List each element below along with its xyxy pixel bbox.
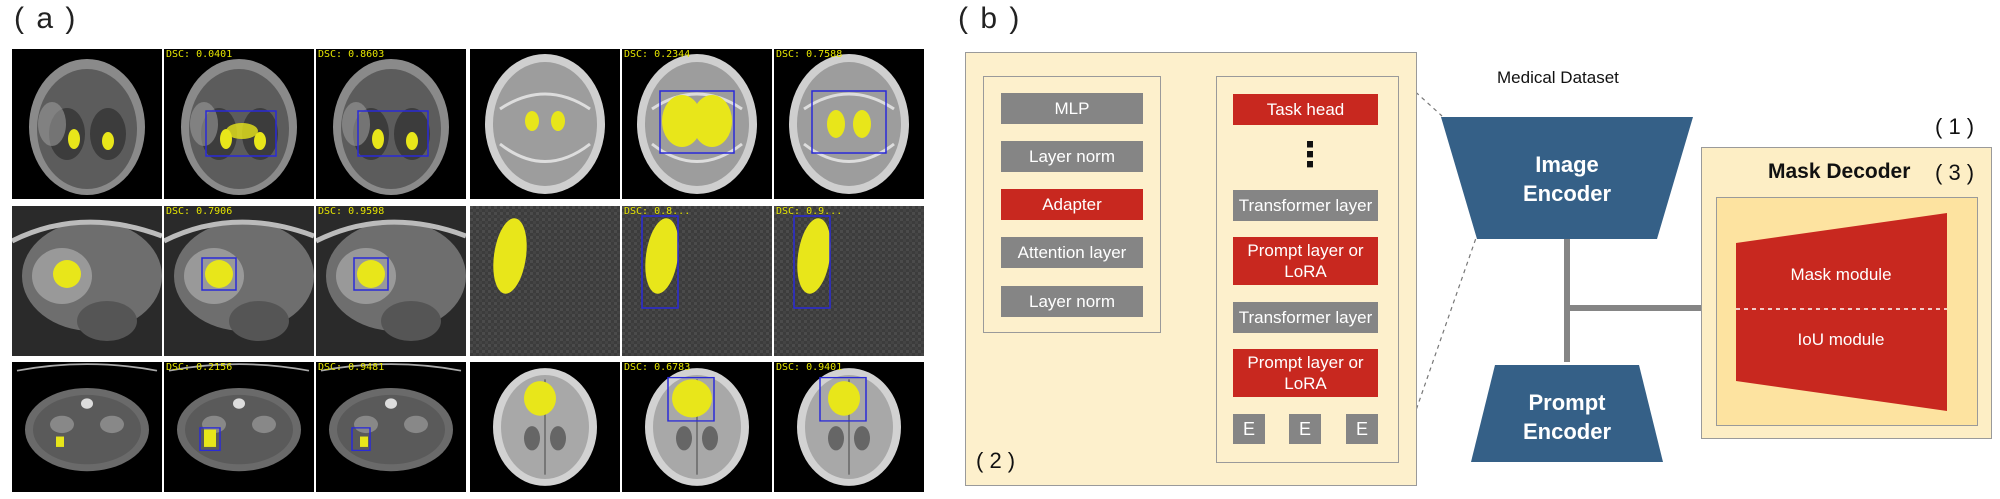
medical-dataset-label: Medical Dataset [1497, 68, 1619, 87]
region-3-label: ( 3 ) [1935, 160, 1975, 185]
region-1-label: ( 1 ) [1935, 114, 1975, 139]
left-image-r3-c3: DSC: 0.9481 [316, 362, 466, 492]
right-image-r2-c3: DSC: 0.9... [774, 206, 924, 356]
region-2-label: ( 2 ) [976, 448, 1016, 473]
right-image-r3-c1 [470, 362, 620, 492]
left-image-r3-c2: DSC: 0.2156 [164, 362, 314, 492]
left-image-r1-c2: DSC: 0.0401 [164, 49, 314, 199]
dsc-score-label: DSC: 0.9401 [776, 362, 843, 373]
left-image-r3-c1 [12, 362, 162, 492]
iou-module-label: IoU module [1797, 330, 1885, 349]
left-image-r2-c2: DSC: 0.7906 [164, 206, 314, 356]
mask-module-label: Mask module [1790, 265, 1892, 284]
dsc-score-label: DSC: 0.9481 [318, 362, 385, 373]
image-encoder-label: Image Encoder [1522, 152, 1612, 206]
image-encoder-shape [1441, 117, 1693, 239]
dsc-score-label: DSC: 0.9... [776, 206, 843, 217]
right-image-r3-c3: DSC: 0.9401 [774, 362, 924, 492]
panel-b-label: ( b ) [958, 2, 1022, 35]
prompt-layer-2: Prompt layer or LoRA [1233, 349, 1378, 397]
dsc-score-label: DSC: 0.2344 [624, 49, 691, 60]
dsc-score-label: DSC: 0.7906 [166, 206, 233, 217]
dsc-score-label: DSC: 0.9598 [318, 206, 385, 217]
left-image-r2-c1 [12, 206, 162, 356]
right-image-r2-c2: DSC: 0.8... [622, 206, 772, 356]
mask-decoder-title: Mask Decoder [1768, 160, 1911, 183]
decoder-module-shape [1736, 213, 1947, 411]
prompt-layer-1: Prompt layer or LoRA [1233, 237, 1378, 285]
embedding-3: E [1346, 414, 1378, 444]
prompt-encoder-shape [1471, 365, 1663, 462]
dsc-score-label: DSC: 0.7588 [776, 49, 843, 60]
right-image-r1-c2: DSC: 0.2344 [622, 49, 772, 199]
transformer-layer-1: Transformer layer [1233, 190, 1378, 221]
right-image-r2-c1 [470, 206, 620, 356]
layer-stack-box [983, 76, 1161, 333]
adapter-layer: Adapter [1001, 189, 1143, 220]
dsc-score-label: DSC: 0.2156 [166, 362, 233, 373]
dsc-score-label: DSC: 0.8603 [318, 49, 385, 60]
panel-a-label: ( a ) [14, 2, 78, 35]
prompt-encoder-label: Prompt Encoder [1522, 390, 1612, 444]
attention-layer: Attention layer [1001, 237, 1143, 268]
encoder-stack-box [1216, 76, 1399, 463]
dsc-score-label: DSC: 0.6783 [624, 362, 691, 373]
layer-norm-bottom: Layer norm [1001, 286, 1143, 317]
dsc-score-label: DSC: 0.8... [624, 206, 691, 217]
ellipsis: ⋮ [1293, 136, 1327, 174]
transformer-layer-2: Transformer layer [1233, 302, 1378, 333]
layer-norm-top: Layer norm [1001, 141, 1143, 172]
right-image-r1-c1 [470, 49, 620, 199]
embedding-1: E [1233, 414, 1265, 444]
left-image-r2-c3: DSC: 0.9598 [316, 206, 466, 356]
left-image-r1-c1 [12, 49, 162, 199]
right-image-r1-c3: DSC: 0.7588 [774, 49, 924, 199]
embedding-2: E [1289, 414, 1321, 444]
right-image-r3-c2: DSC: 0.6783 [622, 362, 772, 492]
task-head: Task head [1233, 94, 1378, 125]
left-image-r1-c3: DSC: 0.8603 [316, 49, 466, 199]
mlp-layer: MLP [1001, 93, 1143, 124]
dsc-score-label: DSC: 0.0401 [166, 49, 233, 60]
